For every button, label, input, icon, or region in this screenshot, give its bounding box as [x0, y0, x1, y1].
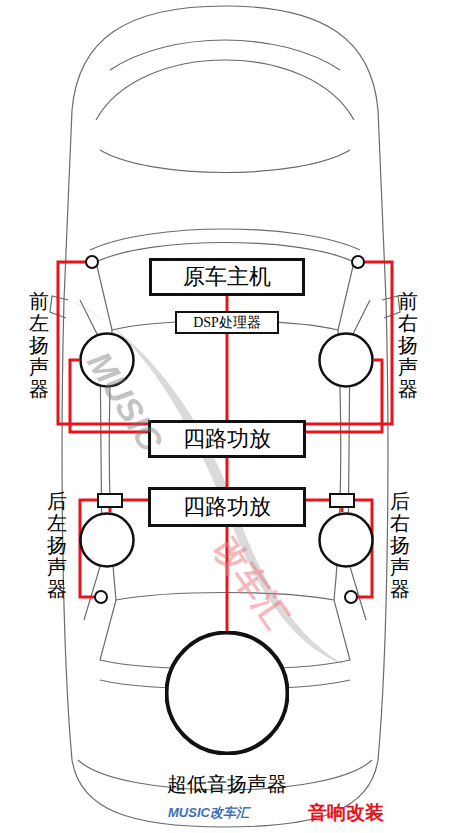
box-label: 原车主机 [183, 262, 271, 292]
tweeter [352, 256, 364, 268]
speaker-outline [318, 512, 374, 568]
speaker: 超低音扬声器 [165, 631, 289, 755]
process-box: 原车主机 [149, 258, 305, 296]
tweeter-wire [300, 262, 392, 424]
process-box: 四路功放 [148, 420, 306, 458]
speaker: 后右扬声器 [318, 512, 374, 568]
box-label: DSP处理器 [193, 314, 261, 332]
speaker-outline [79, 512, 135, 568]
logo-text: 音响改装 [308, 800, 384, 826]
box-label: 四路功放 [183, 424, 271, 454]
speaker-label: 后右扬声器 [390, 490, 410, 600]
crossover [98, 494, 122, 507]
speaker-outline [165, 631, 289, 755]
process-box: DSP处理器 [175, 311, 279, 334]
tweeter [345, 591, 357, 603]
speaker-outline [318, 332, 374, 388]
logo-text: MUSIC改车汇 [168, 804, 249, 822]
tweeter [95, 591, 107, 603]
speaker-label: 前左扬声器 [29, 290, 49, 400]
speaker: 后左扬声器 [79, 512, 135, 568]
speaker-wire [226, 334, 229, 420]
process-box: 四路功放 [148, 487, 306, 527]
speaker-wire [226, 458, 229, 487]
speaker-label: 超低音扬声器 [167, 771, 287, 798]
box-label: 四路功放 [183, 492, 271, 522]
speaker: 前右扬声器 [318, 332, 374, 388]
crossover [330, 494, 354, 507]
speaker-label: 后左扬声器 [47, 490, 67, 600]
speaker-label: 前右扬声器 [398, 290, 418, 400]
speaker-wire [226, 296, 229, 311]
tweeter [86, 256, 98, 268]
